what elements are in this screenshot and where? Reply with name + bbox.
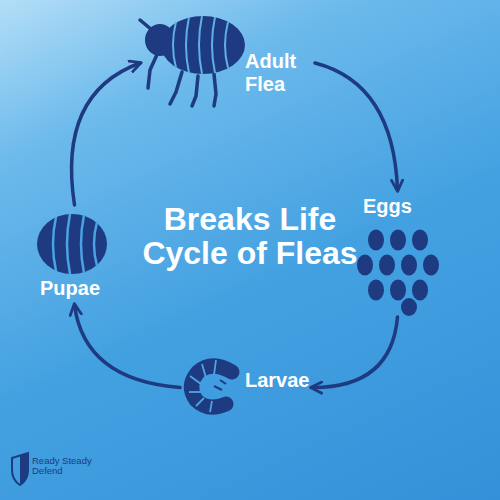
stage-node: Eggs: [355, 190, 440, 317]
flea-segment: [173, 22, 176, 68]
flea-segment: [186, 17, 189, 73]
egg: [390, 280, 406, 301]
egg: [379, 255, 395, 276]
logo-text: Ready Steady Defend: [32, 456, 92, 477]
stage-node: Pupae: [32, 205, 117, 305]
egg: [390, 230, 406, 251]
larva-segment: [196, 398, 204, 406]
flea-body: [161, 16, 245, 74]
egg: [401, 298, 417, 316]
shield-outline: [12, 453, 28, 485]
flea-segment: [212, 17, 215, 73]
larva-segment: [190, 376, 201, 384]
egg: [412, 280, 428, 301]
flea-leg: [192, 76, 198, 106]
flea-head: [145, 24, 175, 56]
pupa-segment: [53, 217, 56, 271]
egg: [368, 280, 384, 301]
stage-node: Larvae: [180, 360, 312, 415]
shield-fill: [20, 453, 28, 485]
pupa-segments: [53, 214, 97, 274]
flea-segment: [225, 22, 228, 68]
pupa-body: [37, 214, 107, 274]
stage-label: Larvae: [245, 369, 315, 392]
larva-leg: [220, 380, 226, 384]
larva-segment: [202, 364, 206, 378]
flea-segment: [199, 16, 202, 74]
larva-segment: [210, 401, 212, 412]
stage-node: Adult Flea: [140, 8, 315, 108]
flea-leg: [170, 72, 182, 104]
flea-illustration: [140, 16, 245, 106]
egg: [401, 255, 417, 276]
egg-cluster: [357, 230, 439, 317]
cycle-arrow: [75, 305, 181, 388]
larva-leg: [214, 386, 222, 390]
pupa-illustration: [37, 214, 107, 274]
larva-segment: [214, 360, 216, 375]
pupa-segment: [81, 215, 84, 273]
egg: [423, 255, 439, 276]
flea-leg: [214, 74, 216, 106]
cycle-arrow: [72, 63, 140, 205]
stage-label: Adult Flea: [245, 50, 311, 96]
diagram-title: Breaks Life Cycle of Fleas: [135, 203, 365, 270]
pupa-segment: [67, 214, 70, 274]
stage-label: Eggs: [363, 195, 433, 218]
larva-segment: [189, 391, 201, 393]
egg: [368, 230, 384, 251]
stage-label: Pupae: [40, 277, 115, 300]
cycle-arrow: [312, 317, 398, 388]
egg: [357, 255, 373, 276]
flea-segments: [173, 16, 228, 74]
egg: [412, 230, 428, 251]
logo-shield: [12, 453, 28, 485]
larva-illustration: [189, 360, 232, 412]
larva-legs: [214, 380, 226, 390]
larva-segments: [189, 360, 216, 412]
pupa-segment: [94, 222, 97, 266]
cycle-arrow: [315, 63, 398, 190]
